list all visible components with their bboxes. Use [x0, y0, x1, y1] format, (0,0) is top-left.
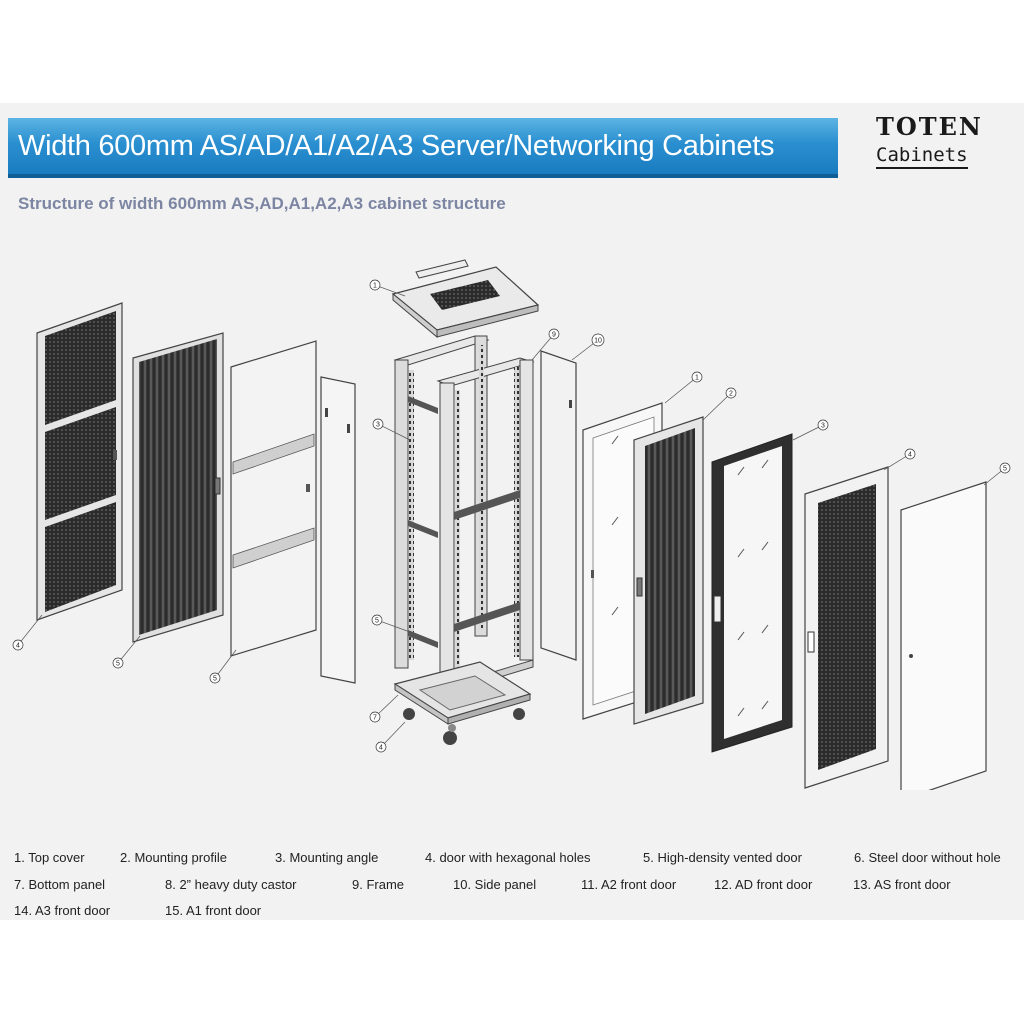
callout-circle: [725, 387, 737, 399]
callout-label: 4: [379, 745, 383, 752]
callout-circle: [112, 657, 124, 669]
bottom-panel-part: [393, 661, 532, 725]
cabinet-frame-part: [393, 335, 535, 696]
callout-circle: [591, 333, 605, 347]
diagram-subtitle: Structure of width 600mm AS,AD,A1,A2,A3 …: [18, 194, 506, 213]
callout-label: 9: [552, 332, 556, 339]
legend-item: 14. A3 front door: [14, 903, 111, 918]
legend-item: 9. Frame: [352, 877, 405, 892]
legend-item: 3. Mounting angle: [275, 850, 379, 865]
callout-label: 4: [908, 452, 912, 459]
callout-circle: [375, 741, 387, 753]
callout-label: 1: [373, 283, 377, 290]
steel-door-panel: [230, 340, 317, 657]
legend-item: 2. Mounting profile: [120, 850, 227, 865]
brand-logo: TOTEN Cabinets: [872, 112, 992, 174]
callout-circle: [904, 448, 916, 460]
callout-circle: [369, 711, 381, 723]
callout-label: 5: [213, 676, 217, 683]
callout-circle: [999, 462, 1011, 474]
as-front-door: [711, 433, 793, 753]
callout-label: 1: [695, 375, 699, 382]
legend-item: 5. High-density vented door: [643, 850, 802, 865]
side-panel-part: [540, 350, 577, 661]
narrow-side-panel: [320, 376, 356, 684]
top-cover-part: [391, 259, 540, 339]
legend-item: 1. Top cover: [14, 850, 85, 865]
a1-front-door: [900, 481, 987, 790]
callout-circle: [548, 328, 560, 340]
callout-label: 7: [373, 715, 377, 722]
callout-label: 5: [375, 618, 379, 625]
callout-circle: [12, 639, 24, 651]
callout-circle: [369, 279, 381, 291]
page-title: Width 600mm AS/AD/A1/A2/A3 Server/Networ…: [18, 130, 775, 162]
callout-circle: [209, 672, 221, 684]
hexagonal-door-panel: [36, 302, 123, 621]
callout-label: 4: [16, 643, 20, 650]
castor-wheels: [403, 708, 525, 745]
legend-item: 8. 2” heavy duty castor: [165, 877, 297, 892]
vented-door-panel: [132, 332, 224, 643]
ad-front-door: [633, 416, 704, 725]
legend-item: 6. Steel door without hole: [854, 850, 1001, 865]
logo-subtext: Cabinets: [876, 144, 968, 169]
legend-item: 4. door with hexagonal holes: [425, 850, 591, 865]
callout-label: 5: [116, 661, 120, 668]
callout-circle: [372, 418, 384, 430]
callout-markers: 4 5 5 1 9 10 3 5 7 4 1 2: [12, 279, 1011, 753]
logo-wordmark: TOTEN: [876, 112, 983, 141]
legend-item: 7. Bottom panel: [14, 877, 106, 892]
legend-item: 12. AD front door: [714, 877, 813, 892]
callout-label: 3: [376, 422, 380, 429]
callout-label: 5: [1003, 466, 1007, 473]
exploded-cabinet-diagram: 4 5 5 1 9 10 3 5 7 4 1 2: [12, 259, 1011, 790]
callout-label: 3: [821, 423, 825, 430]
callout-label: 2: [729, 391, 733, 398]
callout-label: 10: [594, 338, 602, 345]
legend-item: 15. A1 front door: [165, 903, 262, 918]
legend-item: 10. Side panel: [453, 877, 537, 892]
a3-front-door: [804, 466, 889, 789]
legend-item: 13. AS front door: [853, 877, 951, 892]
callout-circle: [371, 614, 383, 626]
callout-circle: [691, 371, 703, 383]
legend-item: 11. A2 front door: [581, 877, 677, 892]
title-banner: Width 600mm AS/AD/A1/A2/A3 Server/Networ…: [8, 118, 838, 178]
callout-circle: [817, 419, 829, 431]
